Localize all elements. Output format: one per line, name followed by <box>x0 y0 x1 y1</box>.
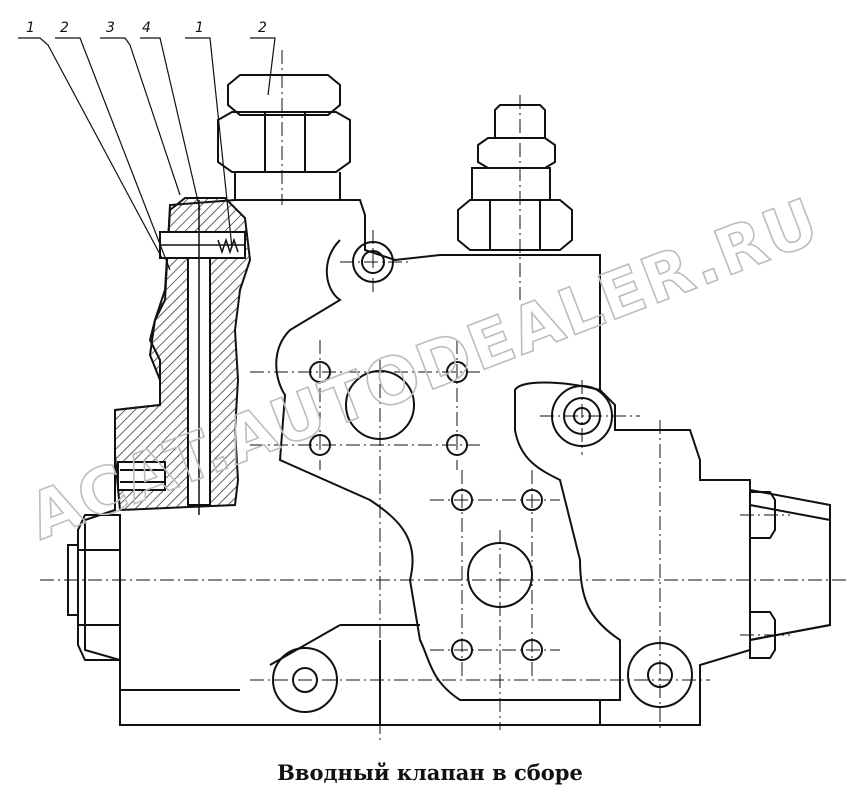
callout-label-4: 4 <box>142 20 151 36</box>
callout-label-1b: 1 <box>195 20 204 36</box>
figure-caption: Вводный клапан в сборе <box>277 760 583 785</box>
callout-label-2b: 2 <box>258 20 267 36</box>
callout-label-3: 3 <box>106 20 115 36</box>
section-hatched-body <box>114 197 252 512</box>
right-end-fitting <box>749 503 831 642</box>
left-end-cap <box>67 544 79 616</box>
right-end-nut-top <box>749 491 776 539</box>
top-nut-lower <box>217 111 351 173</box>
callout-label-1a: 1 <box>26 20 35 36</box>
adjust-body <box>471 167 551 201</box>
body-inner-contour <box>275 239 621 701</box>
callout-leader-2a <box>55 37 171 271</box>
spring-coil <box>217 237 239 255</box>
top-nut-neck <box>234 172 341 200</box>
callout-label-2a: 2 <box>60 20 69 36</box>
adjust-cap-nut <box>457 199 573 251</box>
adjust-lock-nut <box>477 137 556 169</box>
right-end-nut-bottom <box>749 611 776 659</box>
callout-leader-2b <box>250 37 276 96</box>
mount-hole-bottom-left <box>272 647 338 713</box>
callout-leader-4 <box>140 37 201 211</box>
callout-leader-1b <box>185 37 233 249</box>
watermark-text: ACAT.AUTODEALER.RU <box>19 185 830 555</box>
callout-leader-3 <box>100 37 181 196</box>
top-nut-upper <box>227 74 341 116</box>
callout-leader-1a <box>18 37 163 259</box>
left-end-hex <box>77 514 121 661</box>
